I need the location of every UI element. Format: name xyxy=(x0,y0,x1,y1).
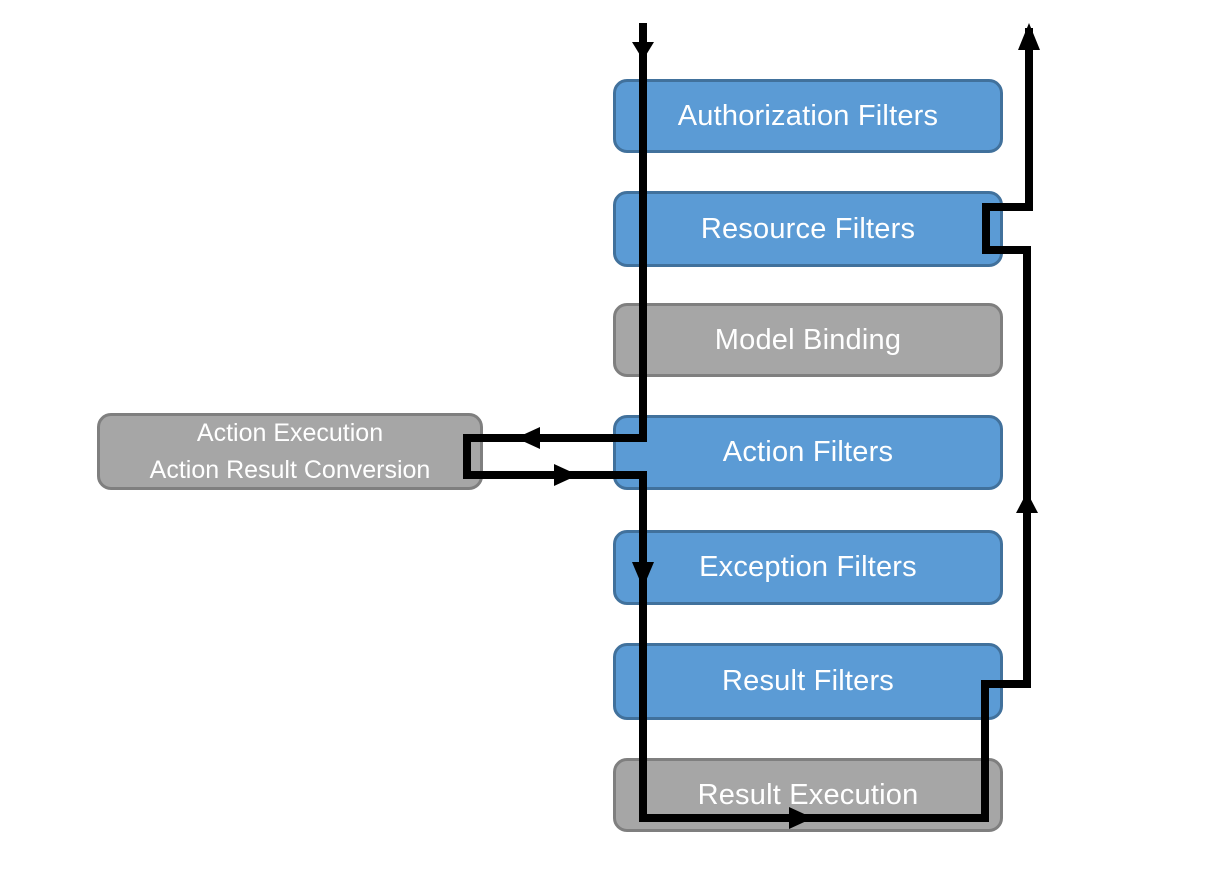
arrowhead-right-return-icon xyxy=(554,464,578,486)
box-model-binding: Model Binding xyxy=(613,303,1003,377)
box-result-filters: Result Filters xyxy=(613,643,1003,720)
box-action-execution: Action Execution Action Result Conversio… xyxy=(97,413,483,490)
box-label: Result Execution xyxy=(697,778,919,811)
box-resource-filters: Resource Filters xyxy=(613,191,1003,267)
box-authorization-filters: Authorization Filters xyxy=(613,79,1003,153)
arrowhead-left-into-action-execution-icon xyxy=(516,427,540,449)
box-result-execution: Result Execution xyxy=(613,758,1003,832)
side-box-line-1: Action Execution xyxy=(196,418,384,447)
side-box-line-2: Action Result Conversion xyxy=(149,455,431,484)
arrowhead-up-response-mid-icon xyxy=(1016,492,1038,513)
box-label: Resource Filters xyxy=(700,212,916,245)
box-label: Exception Filters xyxy=(699,551,917,583)
arrowhead-down-top-icon xyxy=(632,42,654,60)
box-label: Action Filters xyxy=(722,436,894,468)
arrowhead-up-response-top-icon xyxy=(1018,23,1040,50)
box-label: Result Filters xyxy=(722,665,894,697)
box-label: Model Binding xyxy=(714,323,902,356)
box-label: Authorization Filters xyxy=(677,99,939,132)
box-action-filters: Action Filters xyxy=(613,415,1003,490)
box-exception-filters: Exception Filters xyxy=(613,530,1003,605)
